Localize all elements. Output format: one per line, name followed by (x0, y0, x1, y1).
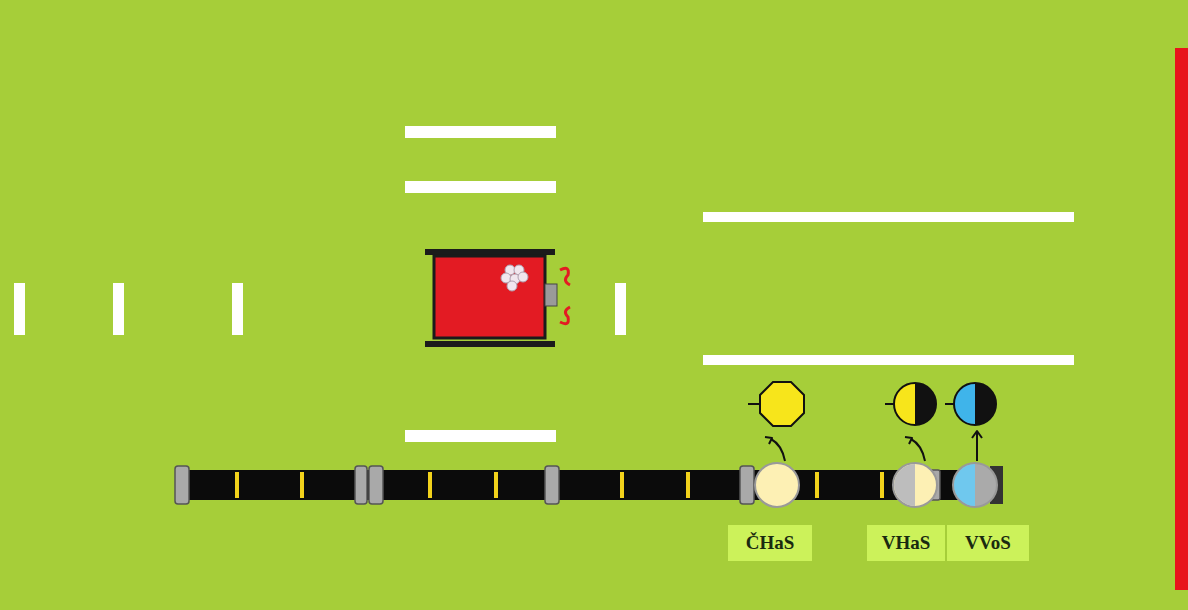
label-box: ČHaS (728, 525, 812, 561)
hose-branch-label: VHaS (882, 532, 931, 554)
track-lines (14, 126, 1074, 442)
label-box: VHaS (867, 525, 945, 561)
hose-branch-label: ČHaS (746, 532, 795, 554)
finish-line (1175, 48, 1188, 590)
leader-arrows (765, 431, 982, 461)
fire-pump (425, 249, 570, 347)
tactical-symbols (748, 382, 996, 426)
hose-branch-label: VVoS (965, 532, 1011, 554)
hose-line (175, 463, 1003, 507)
label-box: VVoS (947, 525, 1029, 561)
